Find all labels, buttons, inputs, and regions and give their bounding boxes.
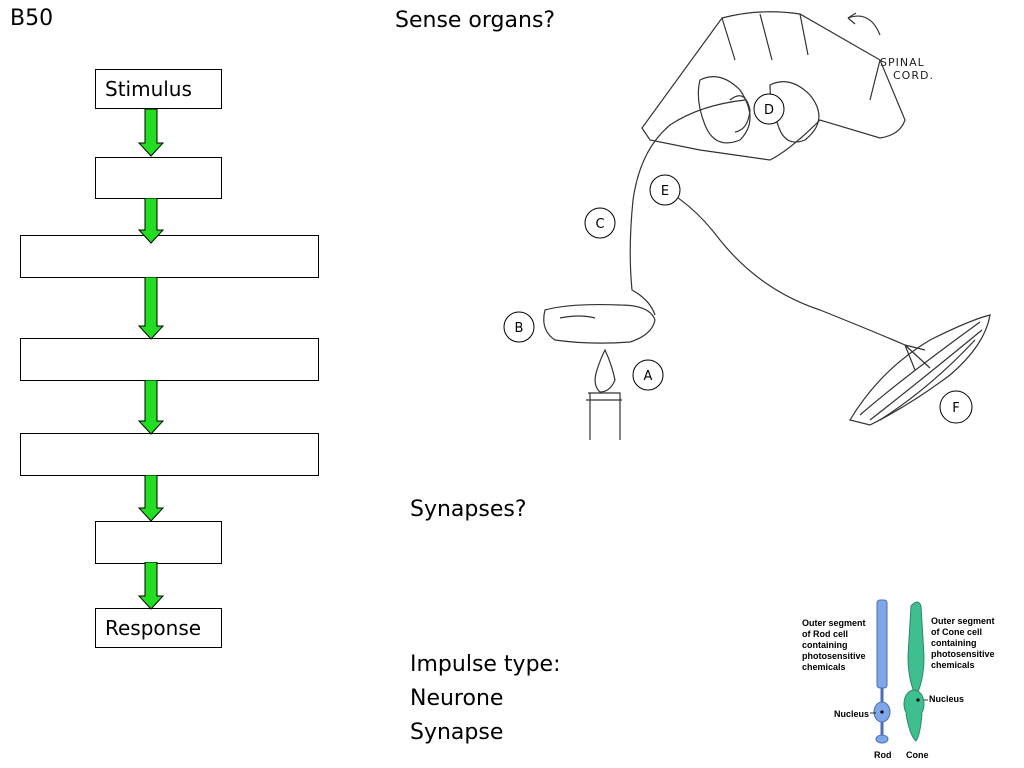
nucleus-label-left: Nucleus	[834, 709, 869, 719]
flow-arrow-2	[138, 198, 164, 244]
finger	[543, 303, 656, 344]
rod-cone-diagram: Outer segment of Rod cell containing pho…	[802, 599, 995, 760]
cone-outer-label-1: Outer segment	[931, 616, 995, 626]
rod-outer-label-5: chemicals	[802, 662, 846, 672]
label-a: A	[644, 369, 653, 384]
flow-box-stimulus: Stimulus	[95, 69, 222, 109]
flow-arrow-5	[138, 475, 164, 522]
rod-outer-label-2: of Rod cell	[802, 629, 848, 639]
rod-outer-label-4: photosensitive	[802, 651, 866, 661]
cone-outer-label-2: of Cone cell	[931, 627, 982, 637]
reflex-arc-diagram: A B C D E F SPINAL CORD.	[503, 11, 991, 440]
rod-outer-label-3: containing	[802, 640, 848, 650]
cone-cell	[903, 601, 925, 742]
flow-box-4[interactable]	[20, 338, 319, 381]
nucleus-label-right: Nucleus	[929, 694, 964, 704]
cone-outer-label-5: chemicals	[931, 660, 975, 670]
label-c: C	[595, 217, 604, 232]
flow-box-5[interactable]	[20, 433, 319, 476]
spinal-cord-label-2: CORD.	[893, 69, 934, 82]
spinal-cord	[641, 11, 906, 161]
label-b: B	[515, 321, 524, 336]
rod-outer-label-1: Outer segment	[802, 618, 866, 628]
impulse-type-label: Impulse type:	[410, 652, 561, 677]
label-f: F	[952, 401, 959, 416]
muscle	[849, 314, 991, 426]
cone-label: Cone	[906, 750, 929, 760]
rod-cell	[873, 599, 891, 744]
flow-box-6[interactable]	[95, 521, 222, 564]
cone-outer-label-3: containing	[931, 638, 977, 648]
motor-neurone	[654, 184, 906, 346]
flow-box-2[interactable]	[95, 157, 222, 199]
impulse-block: Impulse type: Neurone Synapse	[410, 648, 561, 750]
rod-label: Rod	[874, 750, 892, 760]
flow-arrow-6	[138, 562, 164, 610]
flow-box-response: Response	[95, 608, 222, 648]
spinal-cord-label-1: SPINAL	[880, 56, 925, 69]
label-d: D	[764, 103, 774, 118]
sense-organs-question: Sense organs?	[395, 8, 556, 33]
label-e: E	[661, 184, 669, 199]
sensory-neurone	[629, 99, 746, 316]
flow-box-3[interactable]	[20, 235, 319, 278]
cone-outer-label-4: photosensitive	[931, 649, 995, 659]
flow-arrow-1	[138, 109, 164, 157]
neurone-label: Neurone	[410, 686, 504, 711]
flame	[594, 348, 616, 393]
flow-arrow-3	[138, 277, 164, 340]
synapses-question: Synapses?	[410, 497, 527, 522]
slide-id: B50	[10, 6, 54, 31]
synapse-label: Synapse	[410, 720, 504, 745]
flow-arrow-4	[138, 380, 164, 435]
candle	[586, 392, 622, 440]
